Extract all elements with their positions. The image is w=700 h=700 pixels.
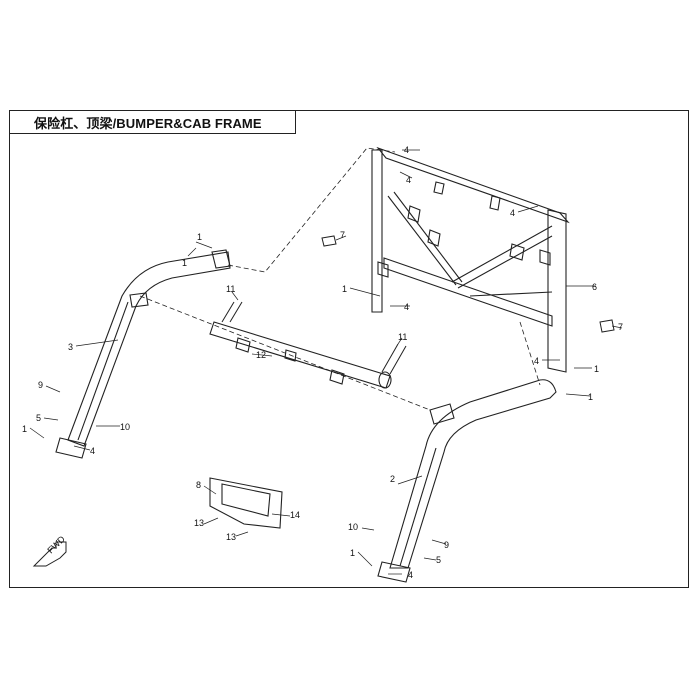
bolts-11 — [221, 301, 407, 375]
callout-1: 1 — [350, 548, 355, 558]
callout-1: 1 — [594, 364, 599, 374]
callout-11: 11 — [398, 332, 407, 342]
callout-4: 4 — [534, 356, 539, 366]
callout-4: 4 — [404, 145, 409, 155]
rear-cab-frame — [371, 146, 570, 373]
drawing-frame — [9, 110, 689, 588]
callout-13: 13 — [226, 532, 236, 542]
callout-5: 5 — [436, 555, 441, 565]
callout-1: 1 — [588, 392, 593, 402]
callout-4: 4 — [408, 570, 413, 580]
callout-7: 7 — [340, 230, 345, 240]
skid-plate — [209, 477, 283, 529]
dashed-assembly-lines — [139, 147, 541, 411]
callout-14: 14 — [290, 510, 300, 520]
left-bumper — [55, 249, 231, 459]
callout-4: 4 — [404, 302, 409, 312]
callout-labels: 1 1 1 1 1 1 1 2 3 4 4 4 4 4 4 4 5 5 6 7 … — [22, 145, 623, 580]
callout-13: 13 — [194, 518, 204, 528]
callout-4: 4 — [406, 175, 411, 185]
callout-2: 2 — [390, 474, 395, 484]
fwd-symbol-label: FWD — [45, 533, 67, 555]
callout-3: 3 — [68, 342, 73, 352]
callout-1: 1 — [197, 232, 202, 242]
callout-1: 1 — [22, 424, 27, 434]
callout-10: 10 — [120, 422, 130, 432]
right-bumper — [377, 379, 557, 583]
callout-9: 9 — [38, 380, 43, 390]
brackets-7 — [321, 235, 615, 333]
callout-10: 10 — [348, 522, 358, 532]
callout-12: 12 — [256, 350, 266, 360]
callout-9: 9 — [444, 540, 449, 550]
callout-8: 8 — [196, 480, 201, 490]
leader-lines — [29, 149, 623, 575]
callout-6: 6 — [592, 282, 597, 292]
callout-11: 11 — [226, 284, 235, 294]
callout-7: 7 — [618, 322, 623, 332]
page-title: 保险杠、顶梁/BUMPER&CAB FRAME — [34, 116, 262, 131]
cross-bar — [209, 321, 392, 389]
callout-4: 4 — [510, 208, 515, 218]
callout-1: 1 — [342, 284, 347, 294]
callout-1: 1 — [182, 258, 187, 268]
callout-5: 5 — [36, 413, 41, 423]
fwd-arrow-icon — [32, 541, 67, 567]
callout-4: 4 — [90, 446, 95, 456]
title-box — [9, 110, 296, 134]
